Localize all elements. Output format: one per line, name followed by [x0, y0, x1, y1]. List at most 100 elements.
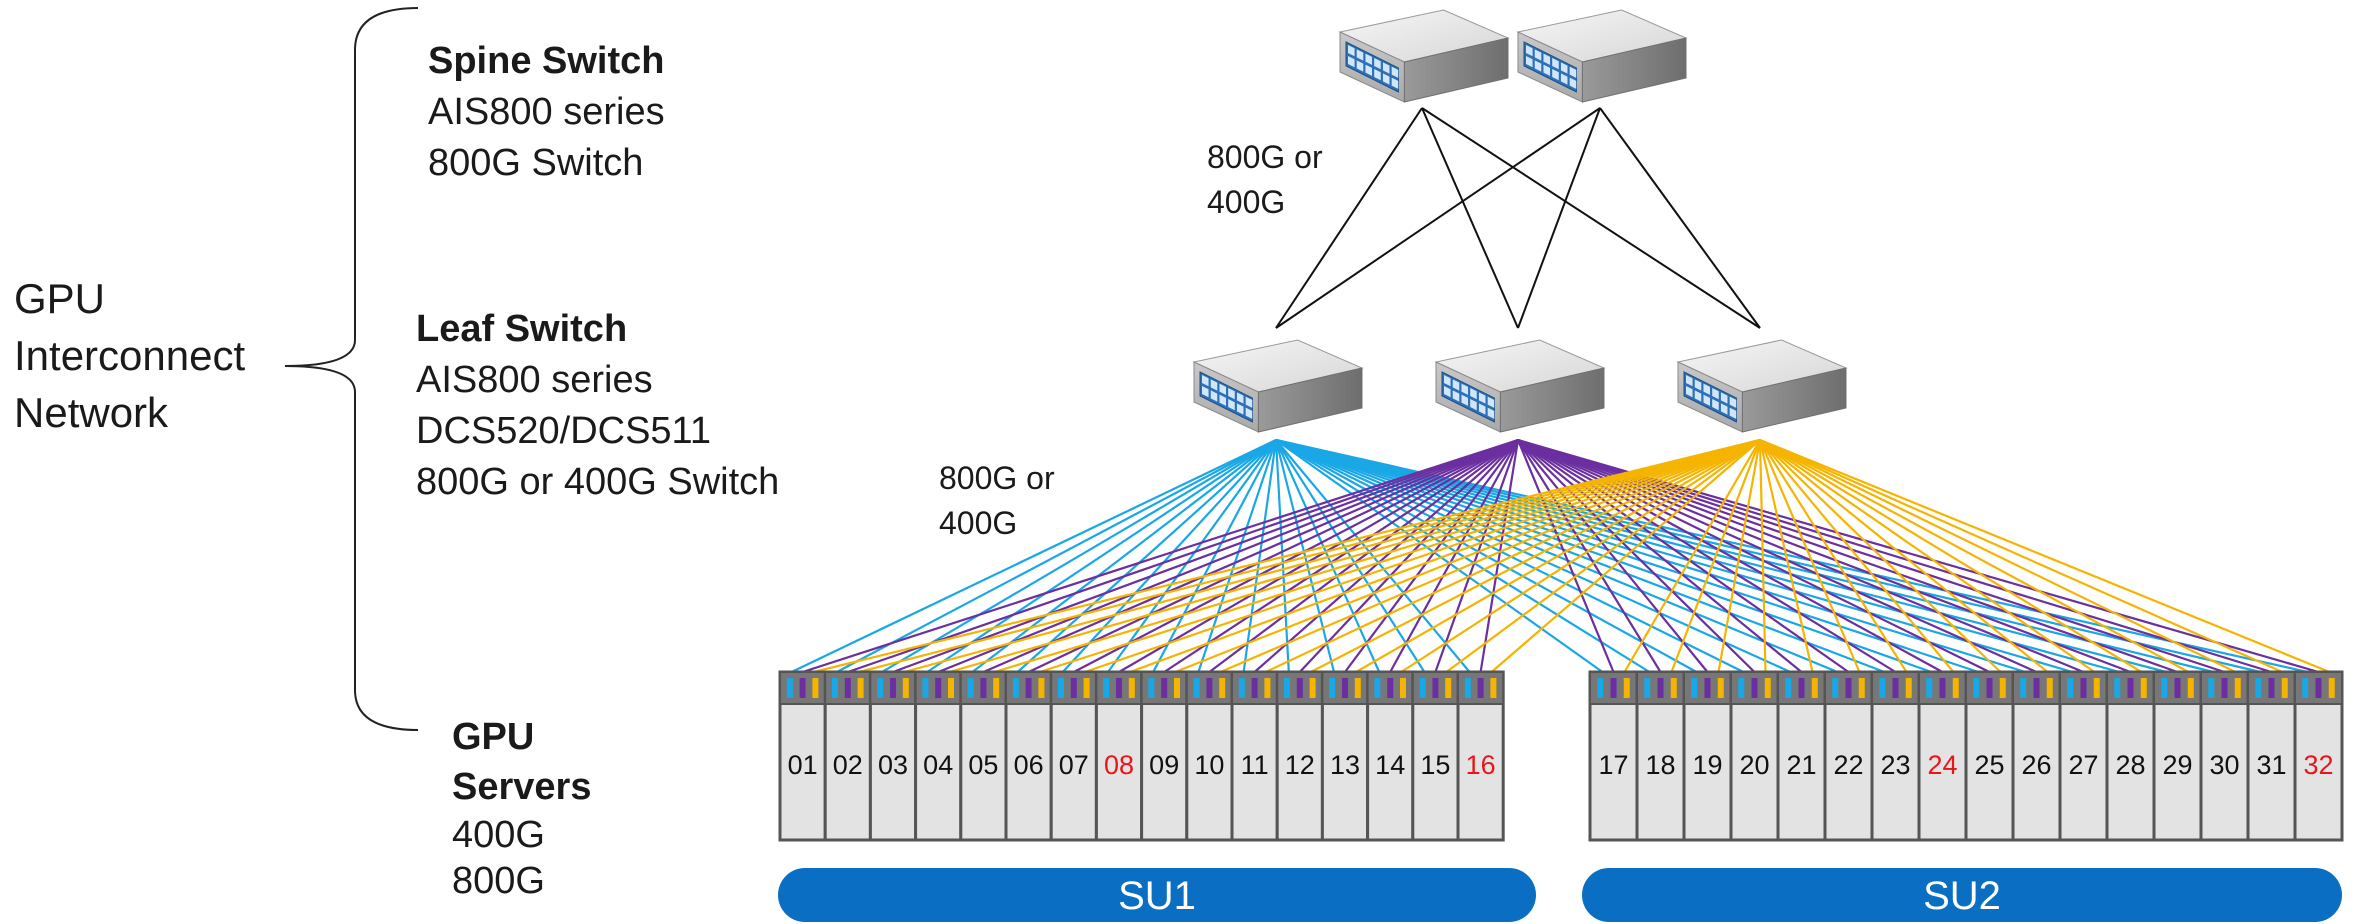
leaf-server-link — [1275, 439, 1744, 673]
server-port — [1691, 678, 1698, 698]
gpu-server: 18 — [1635, 670, 1686, 842]
leaf-server-link — [1355, 439, 1761, 673]
leaf-server-link — [1717, 439, 1762, 673]
leaf-server-link — [1275, 438, 2214, 674]
server-port — [2161, 678, 2168, 698]
leaf-server-link — [1219, 438, 1761, 674]
server-port — [1193, 678, 1200, 698]
server-number: 04 — [923, 750, 953, 780]
server-port — [1939, 678, 1946, 698]
server-port — [1785, 678, 1792, 698]
server-port — [2033, 678, 2040, 698]
gpu-server: 22 — [1823, 670, 1874, 842]
gpu-server: 04 — [914, 670, 963, 842]
server-port — [980, 678, 987, 698]
server-number: 31 — [2256, 750, 2286, 780]
server-number: 02 — [833, 750, 863, 780]
server-number: 27 — [2068, 750, 2098, 780]
leaf-server-link — [1758, 439, 1861, 673]
server-port — [1845, 678, 1852, 698]
leaf-server-link — [1344, 439, 1519, 673]
gpu-servers-line: 400G — [452, 814, 545, 856]
server-port — [1432, 678, 1439, 698]
server-port — [1058, 678, 1064, 698]
gpu-server: 17 — [1588, 670, 1639, 842]
leaf-server-link — [1517, 439, 1850, 673]
gpu-server: 15 — [1411, 670, 1460, 842]
leaf-server-link — [1298, 439, 1519, 673]
leaf-server-link — [1517, 438, 2272, 674]
leaf-server-link — [1670, 439, 1762, 673]
leaf-server-link — [1758, 439, 1767, 673]
server-port — [2174, 678, 2181, 698]
server-port — [1400, 678, 1406, 698]
server-port — [1025, 678, 1032, 698]
server-port — [1296, 678, 1303, 698]
server-number: 16 — [1466, 750, 1496, 780]
leaf-server-link — [1073, 439, 1519, 673]
server-port — [2208, 678, 2215, 698]
server-port — [935, 678, 942, 698]
server-port — [922, 678, 929, 698]
server-port — [1012, 678, 1019, 698]
gpu-server: 11 — [1230, 670, 1279, 842]
leaf-server-link — [1028, 439, 1519, 673]
gpu-server: 12 — [1275, 670, 1324, 842]
server-port — [2281, 678, 2288, 698]
leaf-server-link — [1208, 439, 1519, 673]
link-label-line: 400G — [1207, 184, 1286, 220]
server-port — [2302, 678, 2309, 698]
leaf-server-link — [1152, 439, 1277, 673]
server-port — [1751, 678, 1758, 698]
spine-switch-title: Spine Switch — [428, 40, 665, 82]
server-port — [1657, 678, 1664, 698]
server-port — [1477, 678, 1484, 698]
leaf-server-link — [1517, 439, 1662, 673]
spine-switch-line: 800G Switch — [428, 142, 644, 184]
server-number: 29 — [2162, 750, 2192, 780]
gpu-server: 19 — [1682, 670, 1733, 842]
leaf-server-link — [1759, 438, 2330, 674]
leaf-server-link — [1265, 439, 1761, 673]
leaf-server-links — [791, 438, 2330, 674]
leaf-server-link — [1275, 439, 1604, 673]
leaf-server-link — [1174, 438, 1761, 674]
server-port — [1128, 678, 1135, 698]
leaf-switch-icon — [1676, 339, 1848, 433]
leaf-server-link — [1084, 438, 1761, 674]
su-label: SU1 — [1118, 874, 1196, 918]
gpu-server: 03 — [868, 670, 918, 842]
leaf-server-link — [982, 438, 1519, 674]
leaf-server-link — [994, 438, 1761, 674]
server-number: 22 — [1833, 750, 1863, 780]
server-port — [967, 678, 974, 698]
server-port — [1038, 678, 1045, 698]
server-port — [1148, 678, 1155, 698]
server-port — [799, 678, 806, 698]
gpu-server: 06 — [1004, 670, 1053, 842]
server-number: 09 — [1149, 750, 1179, 780]
server-number: 18 — [1645, 750, 1675, 780]
server-number: 24 — [1927, 750, 1957, 780]
spine-switch-icon — [1516, 9, 1688, 103]
server-port — [2315, 678, 2322, 698]
server-port — [2093, 678, 2100, 698]
gpu-server: 32 — [2293, 670, 2344, 842]
leaf-server-link — [926, 439, 1277, 673]
leaf-server-link — [948, 438, 1761, 674]
server-port — [1858, 678, 1865, 698]
gpu-servers-title-line: GPU — [452, 716, 535, 758]
leaf-server-link — [1517, 439, 1756, 673]
server-port — [1174, 678, 1180, 698]
server-port — [1083, 678, 1090, 698]
leaf-server-link — [1275, 438, 2308, 674]
server-port — [1623, 678, 1630, 698]
leaf-server-link — [1623, 439, 1761, 673]
leaf-server-link — [1434, 439, 1520, 673]
server-number: 11 — [1241, 750, 1269, 780]
network-brace — [284, 7, 419, 731]
server-port — [1999, 678, 2006, 698]
leaf-server-link — [813, 438, 1761, 674]
leaf-server-link — [937, 438, 1519, 674]
server-port — [1926, 678, 1933, 698]
